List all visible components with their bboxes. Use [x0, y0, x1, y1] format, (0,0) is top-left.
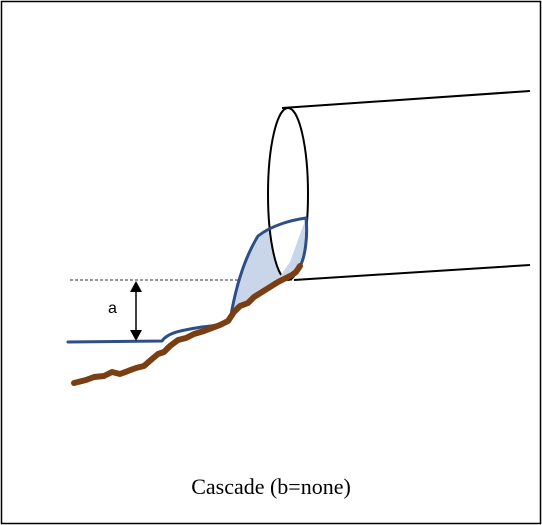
channel-bed	[71, 263, 303, 386]
figure-caption: Cascade (b=none)	[191, 474, 351, 499]
dimension-label: a	[108, 300, 117, 317]
dimension-arrow-bottom-head	[130, 330, 142, 341]
pipe-bottom-edge	[293, 264, 531, 281]
pipe-top-edge	[281, 90, 531, 109]
dimension-arrow-top-head	[130, 281, 142, 292]
water-surface-line	[66, 216, 309, 344]
